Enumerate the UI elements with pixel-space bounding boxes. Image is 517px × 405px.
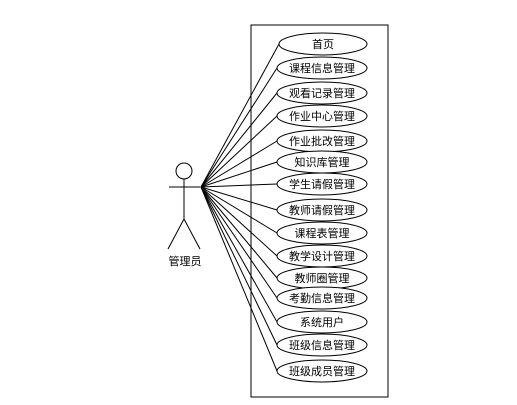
use-case-label: 作业中心管理 <box>289 109 355 123</box>
association-line <box>200 92 278 188</box>
use-case-label: 观看记录管理 <box>289 86 355 100</box>
association-line <box>200 186 278 279</box>
use-case-ellipse <box>276 56 368 80</box>
actor-right-leg <box>183 218 201 250</box>
use-case-ellipse <box>276 104 368 128</box>
use-case-ellipse <box>276 310 368 334</box>
use-case-ellipse <box>278 32 368 56</box>
use-case-label: 学生请假管理 <box>289 177 355 191</box>
use-case-label: 作业批改管理 <box>289 134 355 148</box>
association-line <box>200 67 278 188</box>
association-line <box>200 186 278 257</box>
association-line <box>200 186 278 346</box>
association-line <box>200 161 278 188</box>
use-case-ellipse <box>276 286 368 310</box>
use-case-label: 知识库管理 <box>295 155 350 169</box>
association-line <box>200 140 278 188</box>
system-boundary <box>250 24 389 398</box>
use-case-label: 课程信息管理 <box>289 61 355 75</box>
use-case-ellipse <box>276 172 368 196</box>
use-case-ellipse <box>276 333 368 357</box>
association-line <box>200 186 278 234</box>
use-case-ellipse <box>276 81 368 105</box>
use-case-label: 考勤信息管理 <box>289 291 355 305</box>
use-case-ellipse <box>276 221 368 245</box>
use-case-ellipse <box>276 198 368 222</box>
use-case-label: 教师圈管理 <box>295 271 350 285</box>
association-lines <box>200 43 280 372</box>
use-case-label: 班级成员管理 <box>289 364 355 378</box>
actor-label: 管理员 <box>169 254 202 268</box>
use-case-list: 首页课程信息管理观看记录管理作业中心管理作业批改管理知识库管理学生请假管理教师请… <box>276 32 368 383</box>
use-case-label: 教师请假管理 <box>289 203 355 217</box>
use-case-label: 系统用户 <box>300 315 344 329</box>
use-case-label: 教学设计管理 <box>289 249 355 263</box>
association-line <box>200 43 280 188</box>
use-case-label: 班级信息管理 <box>289 338 355 352</box>
association-line <box>200 186 278 211</box>
association-line <box>200 186 278 299</box>
use-case-label: 课程表管理 <box>295 226 350 240</box>
association-line <box>200 186 278 323</box>
actor-administrator <box>167 162 201 250</box>
association-line <box>200 115 278 188</box>
association-line <box>200 183 278 188</box>
association-line <box>200 186 278 372</box>
actor-left-leg <box>167 218 185 250</box>
actor-head <box>175 162 193 180</box>
use-case-label: 首页 <box>312 37 334 51</box>
use-case-ellipse <box>276 359 368 383</box>
